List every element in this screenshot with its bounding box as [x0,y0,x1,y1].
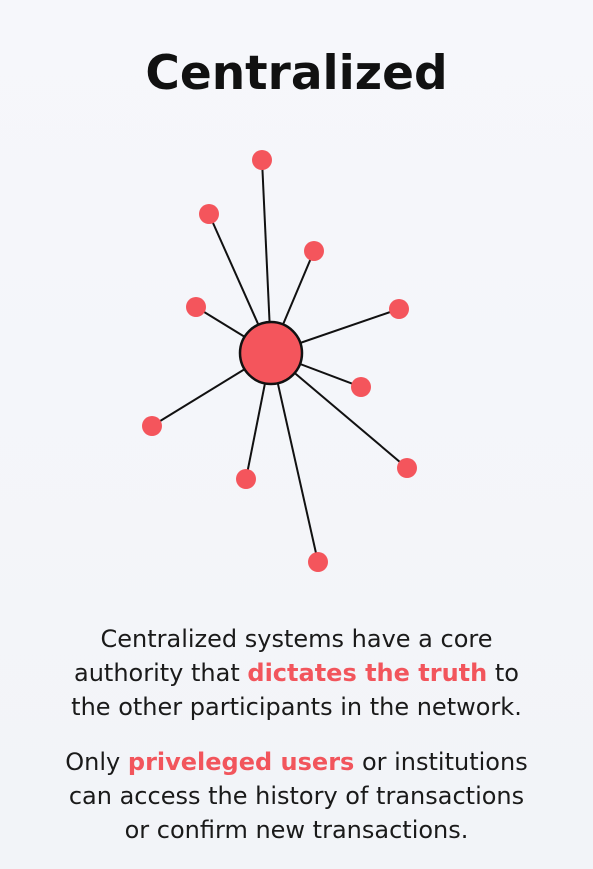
central-hub-node [238,320,304,386]
peripheral-node-7 [142,416,162,436]
peripheral-node-2 [199,204,219,224]
p1-line-1: Centralized systems have a core [100,625,493,653]
peripheral-node-9 [236,469,256,489]
description-paragraph-2: Only priveleged users or institutions ca… [0,745,593,847]
p2-line-1-after: or institutions [354,748,528,776]
p2-line-1: Only priveleged users or institutions [0,745,593,779]
peripheral-node-8 [397,458,417,478]
edge-10 [270,352,319,563]
p2-line-1-before: Only [65,748,128,776]
p1-line-3: the other participants in the network. [71,693,522,721]
peripheral-node-4 [186,297,206,317]
peripheral-node-5 [389,299,409,319]
p1-line-2-before: authority that [74,659,248,687]
peripheral-node-3 [304,241,324,261]
p1-line-2-after: to [487,659,519,687]
description-paragraph-1: Centralized systems have a core authorit… [0,622,593,724]
p2-line-3: or confirm new transactions. [124,816,469,844]
highlight-dictates-truth: dictates the truth [247,659,488,687]
peripheral-node-10 [308,552,328,572]
p1-line-2: authority that dictates the truth to [0,656,593,690]
highlight-privileged-users: priveleged users [127,748,355,776]
peripheral-node-1 [252,150,272,170]
nodes-group [142,150,417,572]
page-title: Centralized [145,46,448,101]
peripheral-node-6 [351,377,371,397]
p2-line-2: can access the history of transactions [68,782,525,810]
